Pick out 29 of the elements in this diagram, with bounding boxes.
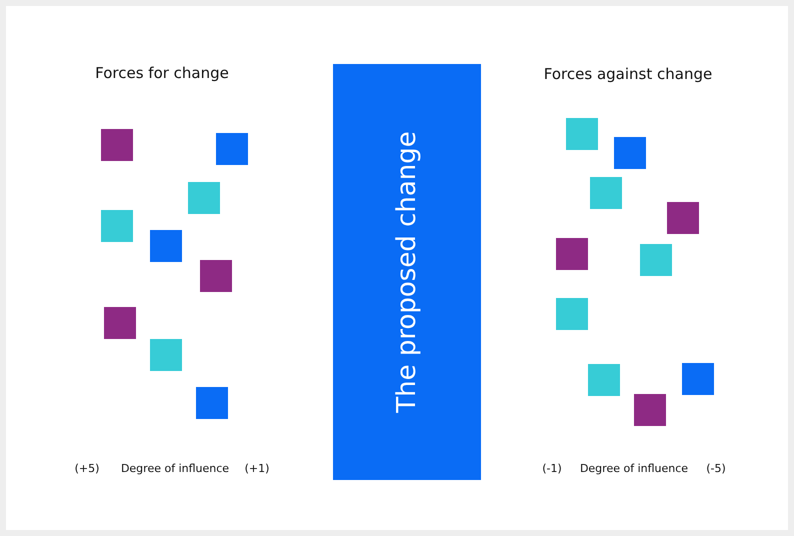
scale-value: (+1) [244,462,270,476]
sticky-note [188,182,220,214]
sticky-note [682,363,714,395]
sticky-note [614,137,646,169]
sticky-note [634,394,666,426]
sticky-note [196,387,228,419]
heading: Forces for change [95,64,229,82]
sticky-note [588,364,620,396]
heading: Forces against change [544,64,712,82]
sticky-note [150,339,182,371]
sticky-note [101,129,133,161]
change-bar [333,64,481,480]
sticky-note [566,118,598,150]
scale-value: (-1) [542,462,562,476]
axis-label: Degree of influence [120,462,230,476]
axis-label: Degree of influence [580,462,688,476]
sticky-note [556,298,588,330]
sticky-note [667,202,699,234]
scale-value: (+5) [74,462,100,476]
sticky-note [200,260,232,292]
sticky-note [150,230,182,262]
sticky-note [216,133,248,165]
sticky-note [640,244,672,276]
scale-value: (-5) [706,462,726,476]
sticky-note [104,307,136,339]
sticky-note [556,238,588,270]
bar-title: The proposed change [392,131,422,413]
sticky-note [101,210,133,242]
sticky-note [590,177,622,209]
